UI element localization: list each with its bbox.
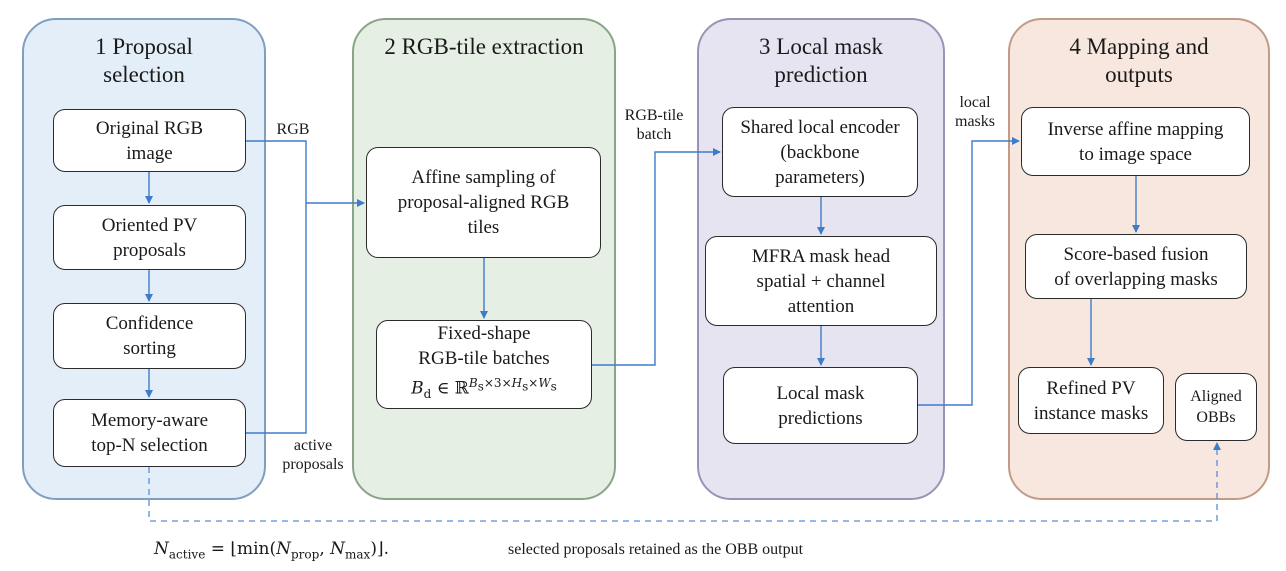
box-label: Shared local encoder (backbone parameter… [740, 116, 900, 188]
label-rgb: RGB [276, 121, 310, 138]
n-active-formula: Nactive = ⌊min(Nprop, Nmax)⌋. [154, 538, 389, 565]
panel-title: 2 RGB-tile extraction [384, 34, 584, 59]
formula-n-prop-sub: prop [291, 547, 320, 562]
box-refined-pv-masks: Refined PV instance masks [1018, 367, 1164, 434]
box-fixed-shape-batches: Fixed-shape RGB-tile batches Bd ∈ ℝBs×3×… [376, 320, 592, 409]
box-score-based-fusion: Score-based fusion of overlapping masks [1025, 234, 1247, 299]
label-local-masks: local masks [955, 94, 995, 130]
formula-n-sub: active [168, 547, 206, 562]
box-label: Score-based fusion of overlapping masks [1054, 243, 1218, 290]
line-rgb [246, 140, 307, 203]
batch-formula: Bd ∈ ℝBs×3×Hs×Ws [411, 371, 557, 407]
formula-sup-w: W [538, 376, 551, 391]
formula-end: )⌋. [370, 539, 389, 559]
formula-comma: , [319, 539, 331, 559]
formula-sup-b: B [468, 376, 478, 391]
box-original-rgb-image: Original RGB image [53, 109, 246, 172]
formula-sup-w-sub: s [550, 379, 557, 394]
panel-title: 3 Local mask prediction [759, 34, 883, 87]
box-label: Original RGB image [95, 117, 204, 164]
box-label: Memory-aware top-N selection [90, 410, 209, 456]
box-label: Fixed-shape RGB-tile batches [418, 323, 550, 370]
box-local-mask-predictions: Local mask predictions [723, 367, 918, 444]
label-active-proposals: active proposals [282, 437, 344, 473]
box-label: Local mask predictions [776, 382, 865, 429]
box-label: Confidence sorting [105, 313, 194, 359]
formula-sup-h-sub: s [522, 379, 529, 394]
box-memory-aware-selection: Memory-aware top-N selection [53, 399, 246, 467]
formula-b: B [411, 379, 424, 400]
formula-n-max-sub: max [345, 547, 371, 562]
box-inverse-affine-mapping: Inverse affine mapping to image space [1021, 107, 1250, 176]
formula-n-max: N [330, 539, 346, 559]
formula-sup-times: × [528, 376, 539, 391]
box-label: Oriented PV proposals [101, 214, 198, 261]
box-label: Aligned OBBs [1190, 388, 1242, 426]
dashed-obb-retain-path [148, 442, 1221, 522]
arrow-batch-to-encoder [592, 148, 721, 366]
box-shared-local-encoder: Shared local encoder (backbone parameter… [722, 107, 918, 197]
arrow-masks-to-inverse [918, 137, 1020, 406]
label-retained-note: selected proposals retained as the OBB o… [508, 541, 804, 558]
formula-sup-h: H [511, 376, 523, 391]
box-label: MFRA mask head spatial + channel attenti… [751, 245, 891, 317]
formula-n: N [154, 539, 169, 559]
box-confidence-sorting: Confidence sorting [53, 303, 246, 369]
formula-b-sub: d [423, 387, 432, 402]
box-label: Refined PV instance masks [1033, 377, 1149, 424]
formula-n-prop: N [276, 539, 291, 559]
box-affine-sampling: Affine sampling of proposal-aligned RGB … [366, 147, 601, 258]
panel-title: 1 Proposal selection [95, 34, 193, 87]
formula-sup-mid: ×3× [483, 376, 512, 391]
formula-sup-b-sub: s [477, 379, 484, 394]
box-label: Affine sampling of proposal-aligned RGB … [397, 167, 570, 238]
line-active-proposals [246, 203, 307, 434]
box-label: Inverse affine mapping to image space [1047, 118, 1224, 165]
label-rgb-tile-batch: RGB-tile batch [624, 107, 684, 143]
formula-eq-min: = ⌊min( [205, 539, 277, 559]
formula-in-real: ∈ ℝ [431, 379, 469, 400]
box-oriented-pv-proposals: Oriented PV proposals [53, 205, 246, 270]
box-mfra-mask-head: MFRA mask head spatial + channel attenti… [705, 236, 937, 326]
panel-title: 4 Mapping and outputs [1069, 34, 1209, 87]
box-aligned-obbs: Aligned OBBs [1175, 373, 1257, 441]
